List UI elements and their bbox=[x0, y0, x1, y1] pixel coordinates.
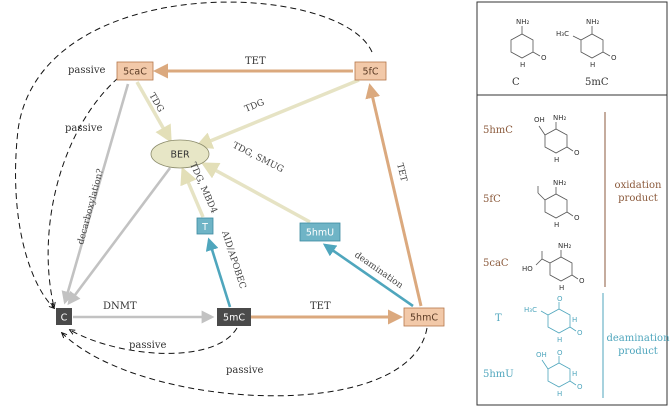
chem-nh2-5hmc: NH₂ bbox=[553, 114, 567, 122]
structure-panel: NH₂ O H C NH₂ H₃C O H 5mC 5hmC OH NH₂ O … bbox=[476, 1, 670, 406]
structure-5cac bbox=[535, 250, 579, 282]
label-tdg-smug: TDG, SMUG bbox=[231, 141, 285, 175]
arrow-tet-5hmc-5fc bbox=[365, 83, 423, 307]
chem-o-5fc: O bbox=[574, 214, 580, 222]
svg-text:T: T bbox=[201, 222, 208, 233]
node-5cac: 5caC bbox=[116, 61, 154, 81]
chem-nh2-5fc: NH₂ bbox=[553, 179, 567, 187]
chem-oh-5hmu: OH bbox=[536, 351, 547, 359]
node-t: T bbox=[196, 217, 214, 235]
chem-nh-t: H bbox=[572, 316, 577, 324]
svg-text:5hmU: 5hmU bbox=[306, 228, 334, 239]
panel-label-5mc: 5mC bbox=[585, 77, 609, 88]
chem-nh2-c: NH₂ bbox=[516, 18, 530, 26]
label-passive-1: passive bbox=[68, 65, 105, 76]
panel-label-5hmu: 5hmU bbox=[483, 369, 514, 380]
chem-o-t-top: O bbox=[557, 295, 563, 303]
chem-h3c-5mc: H₃C bbox=[556, 30, 569, 38]
arrow-deamination bbox=[322, 243, 414, 308]
label-tet-bottom: TET bbox=[310, 301, 331, 312]
chem-o-c: O bbox=[541, 54, 547, 62]
arrow-tdg-5cac-ber bbox=[135, 81, 172, 144]
chem-h-c: H bbox=[520, 61, 525, 69]
chem-o-5hmu: O bbox=[577, 383, 583, 391]
chem-h-t: H bbox=[557, 336, 562, 344]
chem-h-5fc: H bbox=[554, 221, 559, 229]
label-passive-2: passive bbox=[65, 123, 102, 134]
label-decarboxylation: decarboxylation? bbox=[76, 168, 106, 246]
node-c: C bbox=[56, 308, 72, 325]
chem-ho-5cac: HO bbox=[522, 265, 533, 273]
svg-text:5fC: 5fC bbox=[362, 67, 378, 78]
chem-o-5cac: O bbox=[579, 277, 585, 285]
passive-curve-5cac bbox=[47, 77, 119, 307]
arrow-aid-apobec bbox=[205, 237, 232, 308]
chem-h-5cac: H bbox=[559, 284, 564, 292]
passive-curve-outer bbox=[15, 1, 373, 308]
label-tdg-diag: TDG bbox=[243, 98, 266, 115]
chem-oh-5hmc: OH bbox=[534, 116, 545, 124]
label-dnmt: DNMT bbox=[103, 301, 137, 312]
structure-5hmc bbox=[538, 122, 574, 154]
arrow-tdg-5hmu-ber bbox=[200, 162, 311, 224]
arrow-ber-c bbox=[67, 167, 172, 306]
label-passive-3: passive bbox=[129, 340, 166, 351]
passive-curve-5hmc bbox=[62, 327, 428, 397]
chem-nh2-5cac: NH₂ bbox=[558, 242, 572, 250]
structure-5hmu bbox=[541, 356, 577, 388]
panel-label-5hmc: 5hmC bbox=[483, 125, 513, 136]
chem-o-5hmu-top: O bbox=[557, 349, 563, 357]
svg-text:5mC: 5mC bbox=[223, 313, 245, 324]
node-5fc: 5fC bbox=[354, 61, 387, 81]
chem-o-5hmc: O bbox=[574, 149, 580, 157]
chem-o-5mc: O bbox=[611, 54, 617, 62]
arrow-decarboxylation bbox=[61, 83, 130, 305]
chem-h-5hmc: H bbox=[554, 156, 559, 164]
panel-label-5fc: 5fC bbox=[483, 194, 501, 205]
svg-text:BER: BER bbox=[170, 150, 190, 161]
arrow-tdg-5fc-ber bbox=[194, 78, 360, 149]
node-ber: BER bbox=[150, 139, 210, 169]
structure-c bbox=[510, 26, 541, 59]
structure-t bbox=[540, 302, 577, 334]
structure-5mc bbox=[572, 26, 611, 59]
chem-h-5mc: H bbox=[590, 61, 595, 69]
svg-text:5hmC: 5hmC bbox=[410, 313, 438, 324]
chem-h3c-t: H₃C bbox=[524, 306, 537, 314]
passive-curves bbox=[15, 1, 428, 397]
passive-curve-5mc bbox=[70, 327, 238, 354]
structure-5fc bbox=[537, 186, 574, 219]
chem-h-5hmu: H bbox=[557, 390, 562, 398]
label-passive-4: passive bbox=[226, 365, 263, 376]
node-5hmu: 5hmU bbox=[299, 222, 341, 242]
chem-o-t: O bbox=[577, 329, 583, 337]
node-5mc: 5mC bbox=[217, 308, 251, 326]
chem-nh-5hmu: H bbox=[572, 370, 577, 378]
panel-label-t: T bbox=[495, 313, 502, 324]
chem-nh2-5mc: NH₂ bbox=[586, 18, 600, 26]
node-5hmc: 5hmC bbox=[403, 307, 445, 327]
panel-label-c: C bbox=[512, 77, 520, 88]
svg-text:C: C bbox=[61, 313, 68, 324]
label-tet-top: TET bbox=[245, 56, 266, 67]
arrow-tdg-t-ber bbox=[180, 166, 205, 218]
label-tet-right: TET bbox=[394, 162, 408, 182]
svg-text:5caC: 5caC bbox=[123, 67, 147, 78]
panel-label-5cac: 5caC bbox=[483, 258, 509, 269]
